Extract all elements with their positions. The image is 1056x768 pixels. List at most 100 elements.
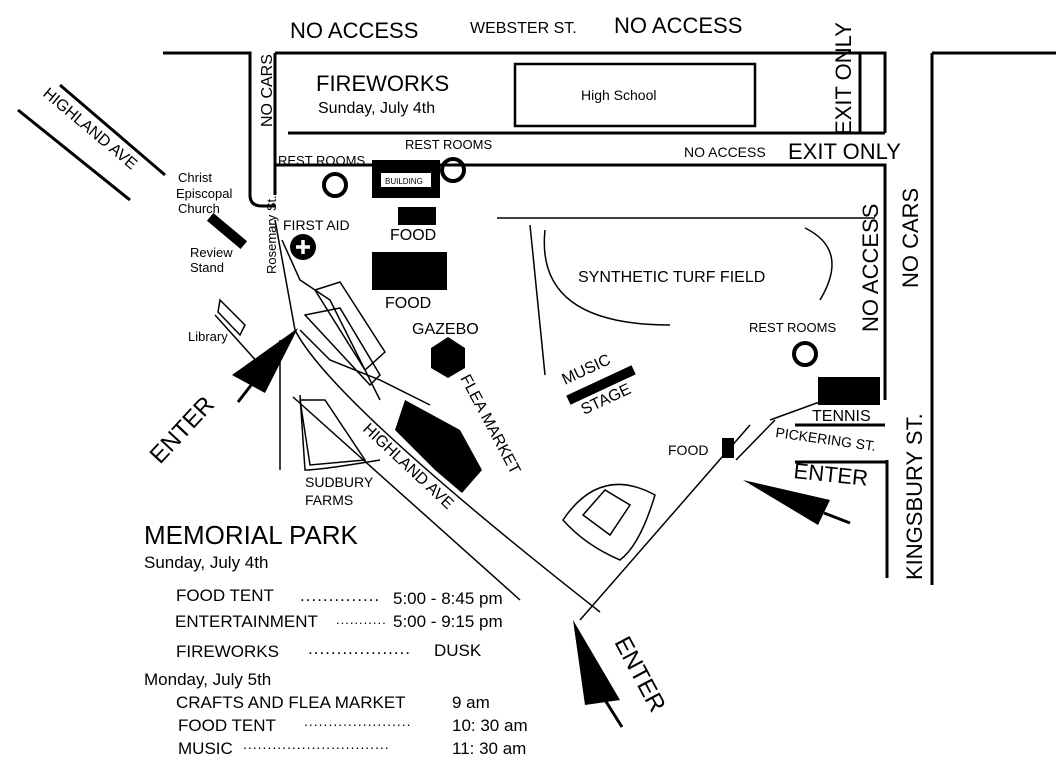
rosemary-curve <box>248 194 275 208</box>
no-cars-right-label: NO CARS <box>898 188 923 288</box>
webster-left-boundary <box>163 51 252 195</box>
path-block-1 <box>313 281 386 372</box>
webster-st-label: WEBSTER ST. <box>470 20 577 37</box>
rest-rooms-label-2: REST ROOMS <box>405 137 492 152</box>
schedule-day1-item-2-name: ENTERTAINMENT <box>175 612 318 631</box>
schedule-day1-item-3-name: FIREWORKS <box>176 642 279 661</box>
sudbury-farms-label-line-2: FARMS <box>305 492 353 508</box>
church-label-line-1: Christ <box>178 170 212 185</box>
sudbury-farms-label-line-1: SUDBURY <box>305 474 374 490</box>
no-access-mid-label: NO ACCESS <box>684 144 766 160</box>
rosemary-st-label: Rosemary St. <box>264 195 279 274</box>
pickering-st-label: PICKERING ST. <box>775 424 877 454</box>
review-stand <box>206 213 248 249</box>
fireworks-date: Sunday, July 4th <box>318 100 435 117</box>
high-school-building <box>513 62 757 128</box>
labels: NO ACCESS WEBSTER ST. NO ACCESS EXIT ONL… <box>39 13 927 717</box>
schedule-day1-item-3-time: DUSK <box>434 641 482 660</box>
first-aid-cross <box>296 240 310 254</box>
schedule-day2-item-3-time: 11: 30 am <box>452 739 527 758</box>
enter-bottom-label: ENTER <box>609 632 671 716</box>
baseball-diamond <box>562 483 656 561</box>
exit-only-horizontal-label: EXIT ONLY <box>788 139 901 164</box>
food-stand-1 <box>398 207 436 225</box>
review-stand-label-line-1: Review <box>190 245 233 260</box>
schedule-day1-item-1-time: 5:00 - 8:45 pm <box>393 589 503 608</box>
review-stand-label-line-2: Stand <box>190 260 224 275</box>
schedule-day2-item-2-time: 10: 30 am <box>452 716 528 735</box>
highland-park-edge <box>274 219 601 613</box>
webster-top-boundary <box>275 51 887 133</box>
inner-path-2 <box>299 329 431 406</box>
schedule-day1-item-1-dots: .............. <box>300 586 381 605</box>
schedule-day1: Sunday, July 4th <box>144 553 269 572</box>
enter-arrow-bottom-tail <box>603 699 624 728</box>
enter-arrow-right-head <box>743 480 830 525</box>
highland-ave-top-label: HIGHLAND AVE <box>39 85 140 173</box>
turf-curve-left <box>543 229 671 326</box>
enter-arrow-left-head <box>232 328 298 393</box>
church-label-line-2: Episcopal <box>176 186 232 201</box>
rest-rooms-icon-1 <box>322 172 348 198</box>
rest-rooms-label-1: REST ROOMS <box>278 153 365 168</box>
turf-curve-right <box>804 227 833 301</box>
access-road-bottom <box>275 163 887 400</box>
no-access-vertical-label: NO ACCESS <box>858 204 883 332</box>
enter-left-label: ENTER <box>145 391 220 469</box>
library-road <box>214 314 261 366</box>
no-access-left-label: NO ACCESS <box>290 18 418 43</box>
flea-market-area <box>395 400 482 493</box>
enter-arrow-left-tail <box>236 383 254 403</box>
kingsbury-st-label: KINGSBURY ST. <box>902 413 927 580</box>
food-label-1: FOOD <box>390 227 436 244</box>
enter-arrows <box>232 328 851 728</box>
schedule-day2-item-1-time: 9 am <box>452 693 490 712</box>
schedule-day2-item-1-name: CRAFTS AND FLEA MARKET <box>176 693 406 712</box>
rest-rooms-icon-3 <box>792 341 818 367</box>
main-building-label-bg <box>381 173 431 187</box>
food-label-2: FOOD <box>385 295 431 312</box>
gazebo-label: GAZEBO <box>412 321 479 338</box>
schedule-day1-item-1-name: FOOD TENT <box>176 586 274 605</box>
high-school-label: High School <box>581 87 657 103</box>
enter-arrow-bottom-head <box>573 620 620 705</box>
food-label-3: FOOD <box>668 442 708 458</box>
schedule-day1-item-2-dots: ........... <box>336 612 387 627</box>
exit-only-vertical-label: EXIT ONLY <box>831 22 856 135</box>
schedule-day2-item-3-dots: .............................. <box>243 736 390 752</box>
rest-rooms-label-3: REST ROOMS <box>749 320 836 335</box>
baseball-infield <box>581 489 632 537</box>
gazebo <box>431 337 465 378</box>
library-label: Library <box>188 329 228 344</box>
park-south-edge <box>579 424 751 621</box>
building-label: BUILDING <box>385 177 423 186</box>
library-building <box>217 298 246 337</box>
no-cars-left-label: NO CARS <box>259 54 276 127</box>
first-aid-label: FIRST AID <box>283 217 350 233</box>
tennis-label: TENNIS <box>812 408 871 425</box>
highland-lower-edge <box>292 396 521 601</box>
enter-arrow-right-tail <box>823 511 851 525</box>
path-block-2 <box>303 307 381 387</box>
synthetic-turf-label: SYNTHETIC TURF FIELD <box>578 269 765 286</box>
food3-path <box>735 419 776 461</box>
sudbury-farms-lot <box>299 399 367 466</box>
schedule-day1-item-3-dots: .................. <box>308 639 412 658</box>
church-label-line-3: Church <box>178 201 220 216</box>
tennis-courts <box>818 377 880 405</box>
highland-upper-2 <box>59 83 166 177</box>
road-lines <box>17 51 1056 585</box>
schedule-day2-item-2-dots: ...................... <box>304 713 412 729</box>
schedule-day2: Monday, July 5th <box>144 670 272 689</box>
highland-upper-1 <box>17 108 131 202</box>
schedule-day1-item-2-time: 5:00 - 9:15 pm <box>393 612 503 631</box>
schedule-title: MEMORIAL PARK <box>144 520 358 550</box>
music-stage <box>566 365 636 405</box>
schedule-day2-item-3-name: MUSIC <box>178 739 233 758</box>
no-access-right-label: NO ACCESS <box>614 13 742 38</box>
park-paths <box>214 217 881 621</box>
rest-rooms-icon-2 <box>440 157 466 183</box>
features <box>206 62 880 493</box>
food-stand-2 <box>372 252 447 290</box>
